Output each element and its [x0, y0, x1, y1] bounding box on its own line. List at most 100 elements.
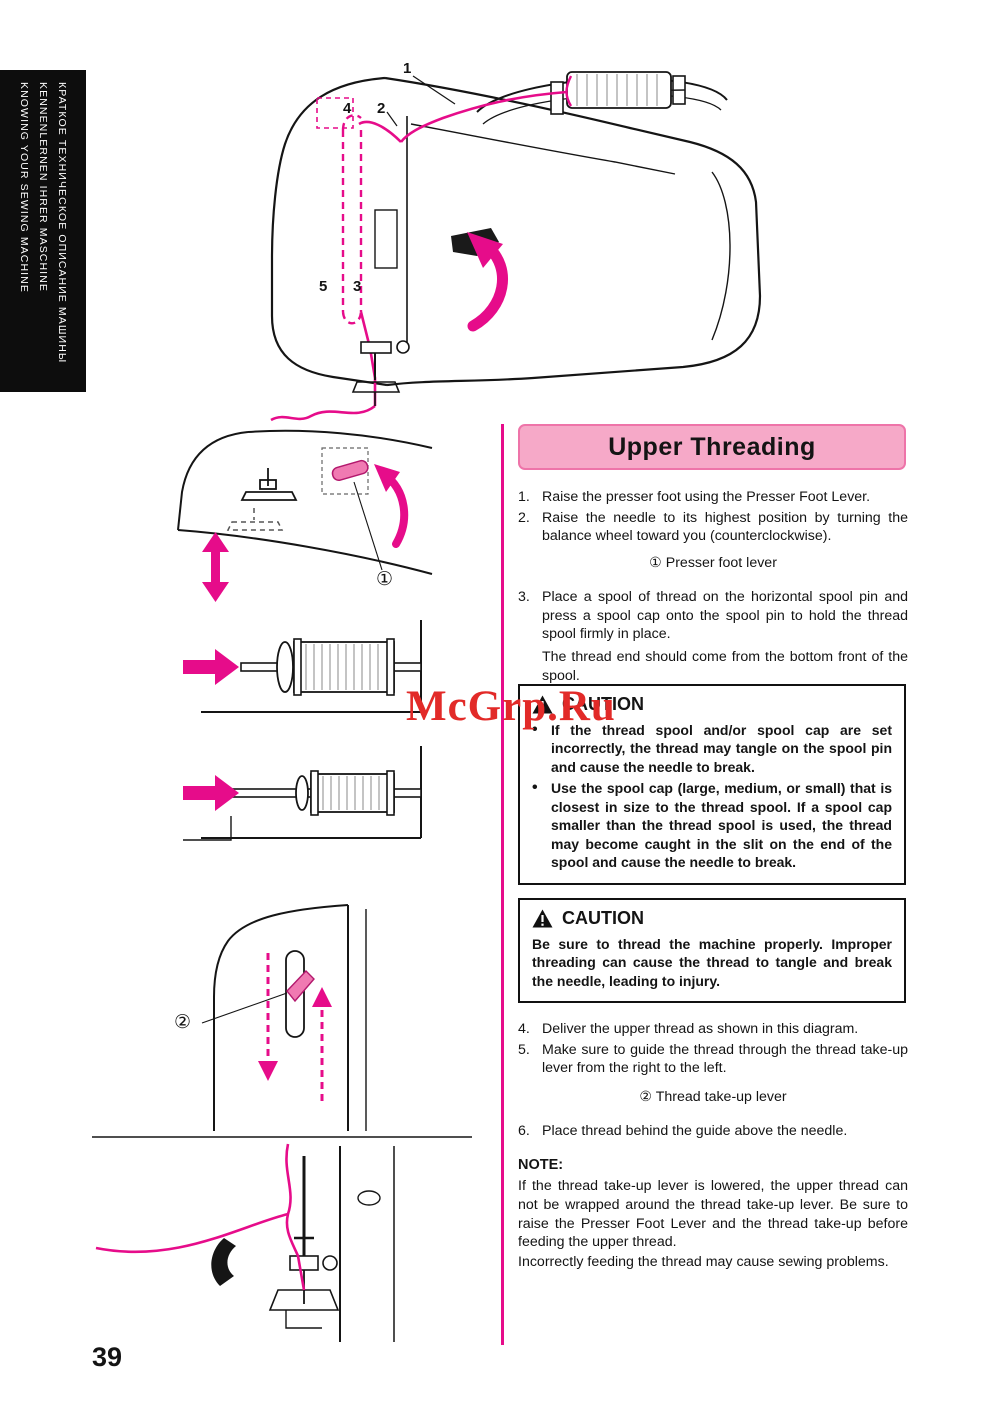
step-number: 1. [518, 489, 530, 505]
diagram-label-3: 3 [353, 278, 362, 295]
step-text: Raise the presser foot using the Presser… [542, 489, 871, 505]
chapter-title-de: KENNENLERNEN IHRER MASCHINE [37, 82, 49, 292]
presser-foot-raised [240, 468, 298, 501]
presser-foot-lever-part [321, 447, 369, 495]
caution-title: CAUTION [562, 694, 644, 714]
chapter-title-ru: КРАТКОЕ ТЕХНИЧЕСКОЕ ОПИСАНИЕ МАШИНЫ [56, 82, 68, 364]
threading-overview-diagram: 1 2 4 5 3 [215, 50, 775, 430]
step-text: Place a spool of thread on the horizonta… [542, 589, 908, 643]
presser-foot-lifter [211, 1238, 236, 1286]
step-3: 3. Place a spool of thread on the horizo… [518, 588, 908, 646]
caution-box-spool: CAUTION • If the thread spool and/or spo… [518, 684, 906, 885]
diagram-label-1: 1 [403, 60, 412, 77]
spool-small-cap-diagram [175, 742, 435, 847]
page-title: Upper Threading [608, 432, 816, 461]
spool-cap [276, 641, 294, 693]
note-block: NOTE: If the thread take-up lever is low… [518, 1156, 908, 1272]
lever-illustration [177, 429, 433, 602]
step-number: 5. [518, 1041, 530, 1058]
needle-illustration [95, 1143, 395, 1342]
machine-face-outline [213, 904, 367, 1131]
needle-and-foot [351, 340, 410, 406]
diagram-label-5: 5 [319, 278, 328, 295]
step-number: 3. [518, 589, 530, 605]
thread-spool [293, 638, 395, 696]
step-1: 1. Raise the presser foot using the Pres… [518, 488, 908, 507]
turn-direction-arrow [467, 232, 508, 332]
spool-illustration-1 [183, 620, 422, 713]
lever-motion-arrow [374, 464, 409, 548]
spool-cap [295, 775, 309, 811]
lever-callout-number: ① [376, 569, 394, 590]
press-arrow [183, 649, 239, 685]
step-2: 2. Raise the needle to its highest posit… [518, 509, 908, 546]
warning-triangle-icon [532, 909, 553, 928]
spool-illustration-2 [183, 746, 422, 841]
caution-item: • Use the spool cap (large, medium, or s… [532, 779, 892, 871]
takeup-callout-number: ② [174, 1012, 192, 1033]
warning-triangle-icon [532, 695, 553, 714]
spool-assembly [550, 71, 686, 115]
step-number: 6. [518, 1123, 530, 1139]
note-text-1: If the thread take-up lever is lowered, … [518, 1178, 908, 1251]
step-text: Raise the needle to its highest position… [542, 509, 908, 545]
deck-edge [183, 816, 232, 841]
label-leader-line [201, 992, 288, 1024]
watermark: McGrp.Ru [406, 683, 616, 730]
sewing-machine-illustration [270, 71, 762, 422]
step-6: 6. Place thread behind the guide above t… [518, 1122, 908, 1143]
machine-corner-outline [177, 429, 433, 575]
section-header: Upper Threading [518, 424, 906, 470]
spool-large-cap-diagram [175, 616, 435, 721]
bullet-mark: • [532, 721, 538, 738]
step-text: Place thread behind the guide above the … [542, 1123, 848, 1139]
caution-item-text: Use the spool cap (large, medium, or sma… [551, 780, 892, 871]
step-6-row: 6. Place thread behind the guide above t… [518, 1122, 908, 1141]
upper-thread-path [270, 75, 573, 422]
step-3-note: The thread end should come from the bott… [542, 649, 908, 684]
caution-item: • If the thread spool and/or spool cap a… [532, 721, 892, 776]
bullet-mark: • [532, 779, 538, 797]
note-text-2: Incorrectly feeding the thread may cause… [518, 1254, 889, 1271]
presser-foot-lowered [226, 508, 284, 531]
step-5: 5. Make sure to guide the thread through… [518, 1041, 908, 1078]
chapter-title-en: KNOWING YOUR SEWING MACHINE [18, 82, 30, 293]
page-number: 39 [92, 1342, 123, 1372]
diagram-label-2: 2 [377, 100, 386, 117]
caution-title-row: CAUTION [532, 694, 892, 715]
machine-head-outline [339, 1146, 395, 1342]
take-up-lever [286, 969, 315, 1003]
thread-spool [310, 770, 395, 816]
caution-text: Be sure to thread the machine properly. … [532, 936, 892, 989]
step-3-row: 3. Place a spool of thread on the horizo… [518, 588, 908, 644]
step-number: 2. [518, 509, 530, 526]
caution-item-text: If the thread spool and/or spool cap are… [551, 722, 892, 775]
take-up-illustration [92, 904, 472, 1138]
step-text: Deliver the upper thread as shown in thi… [542, 1021, 859, 1037]
diagram-label-4: 4 [343, 100, 352, 117]
press-arrow [183, 775, 239, 811]
label-leader-lines [386, 75, 456, 127]
needle-threading-diagram [90, 1142, 410, 1347]
needle-thread-path [95, 1143, 306, 1291]
take-up-lever-diagram: ② [90, 895, 475, 1140]
steps-4-5: 4. Deliver the upper thread as shown in … [518, 1020, 908, 1080]
note-title: NOTE: [518, 1157, 564, 1173]
column-divider [501, 424, 504, 1345]
up-down-arrow [202, 532, 229, 602]
callout-presser-foot-lever: ① Presser foot lever [649, 555, 777, 571]
presser-foot-lever-diagram: ① [148, 420, 438, 605]
thread-direction-arrows [258, 953, 332, 1101]
caution-box-threading: CAUTION Be sure to thread the machine pr… [518, 898, 906, 1004]
steps-1-2: 1. Raise the presser foot using the Pres… [518, 488, 908, 548]
callout-take-up-lever: ② Thread take-up lever [639, 1089, 787, 1105]
chapter-tab: KNOWING YOUR SEWING MACHINE KENNENLERNEN… [0, 70, 86, 392]
machine-outline [270, 76, 762, 387]
guide-dashed-box [316, 97, 354, 129]
step-number: 4. [518, 1021, 530, 1037]
needle-bar-assembly [268, 1156, 340, 1329]
caution-title-row: CAUTION [532, 908, 892, 929]
step-4: 4. Deliver the upper thread as shown in … [518, 1020, 908, 1039]
caution-title: CAUTION [562, 908, 644, 928]
